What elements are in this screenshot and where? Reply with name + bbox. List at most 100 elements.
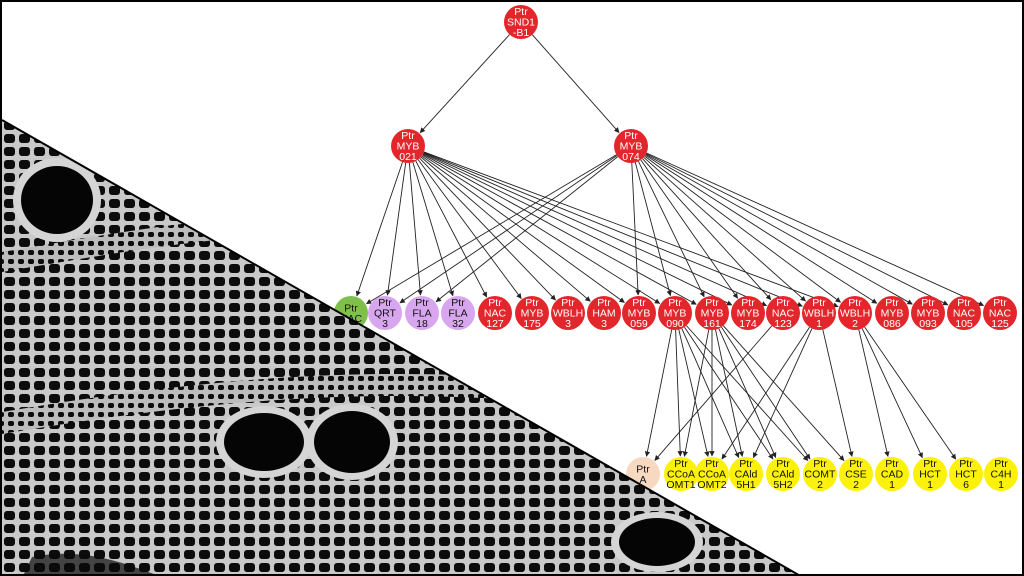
node-label-line: MYB: [521, 308, 544, 320]
node-circle: [984, 457, 1018, 491]
node-label-line: Ptr: [994, 458, 1008, 470]
edge-MYB021-to-HAM3: [420, 156, 591, 302]
edge-MYB021-to-MYB175: [417, 159, 522, 299]
node-label-line: CAD: [881, 469, 904, 481]
node-label-line: Ptr: [993, 297, 1007, 309]
node-circle: [695, 457, 729, 491]
edge-MYB074-to-MYB161: [638, 161, 705, 298]
node-label-line: 174: [739, 318, 757, 330]
node-label-line: MYB: [620, 141, 643, 153]
node-circle: [875, 296, 909, 330]
edge-MYB074-to-WBLH1: [643, 156, 806, 302]
node-label-line: Ptr: [624, 130, 638, 142]
node-label-line: 5H2: [773, 479, 792, 491]
node-label-line: Ptr: [776, 458, 790, 470]
node-circle: [405, 296, 439, 330]
node-label-line: 086: [883, 318, 901, 330]
edge-WBLH1-to-CAld5H1: [752, 328, 813, 459]
edge-MYB074-to-MYB090: [634, 162, 672, 297]
node-label-line: 127: [486, 318, 504, 330]
node-circle: [515, 296, 549, 330]
node-label-line: 1: [816, 318, 822, 330]
node-label-line: HCT: [919, 469, 941, 481]
node-label-line: 074: [622, 151, 640, 163]
edge-MYB074-to-MYB086: [645, 154, 878, 304]
node-label-line: 123: [774, 318, 792, 330]
node-label-line: C4H: [990, 469, 1011, 481]
node-label-line: OMT2: [697, 479, 726, 491]
node-circle: [802, 296, 836, 330]
edge-NAC123-to-A_p: [654, 325, 773, 461]
node-label-line: Ptr: [959, 458, 973, 470]
node-circle: [766, 457, 800, 491]
nodes-layer: PtrSND1-B1PtrMYB021PtrMYB074PtrNACPtrQRT…: [334, 5, 1018, 491]
edge-SND1-to-MYB074: [531, 34, 620, 133]
node-label-line: 105: [955, 318, 973, 330]
node-circle: [391, 129, 425, 163]
node-label-line: Ptr: [885, 458, 899, 470]
edge-WBLH1-to-CCoAOMT2: [721, 326, 810, 460]
node-circle: [838, 296, 872, 330]
node-circle: [729, 457, 763, 491]
edge-MYB090-to-CCoAOMT2: [678, 329, 710, 457]
node-label-line: COMT: [805, 469, 836, 481]
node-label-line: Ptr: [741, 297, 755, 309]
node-label-line: Ptr: [636, 463, 650, 475]
node-circle: [913, 457, 947, 491]
node-label-line: CAld: [735, 469, 758, 481]
node-label-line: Ptr: [849, 458, 863, 470]
node-circle: [803, 457, 837, 491]
node-label-line: Ptr: [776, 297, 790, 309]
edge-MYB021-to-MYB059: [421, 155, 625, 303]
node-label-line: QRT: [374, 308, 397, 320]
node-label-line: A: [639, 474, 646, 486]
node-label-line: 2: [853, 479, 859, 491]
edge-MYB161-to-CCoAOMT1: [682, 329, 710, 457]
edge-MYB161-to-CSE2: [722, 325, 845, 461]
node-label-line: 3: [565, 318, 571, 330]
edge-MYB074-to-NAC125: [646, 152, 985, 307]
node-circle: [478, 296, 512, 330]
node-label-line: Ptr: [378, 297, 392, 309]
edge-MYB021-to-WBLH3: [419, 157, 556, 301]
node-label-line: NAC: [772, 308, 795, 320]
node-label-line: NAC: [953, 308, 976, 320]
node-label-line: 3: [382, 318, 388, 330]
edge-MYB090-to-CCoAOMT1: [675, 329, 683, 457]
node-label-line: 2: [852, 318, 858, 330]
node-circle: [766, 296, 800, 330]
node-label-line: Ptr: [525, 297, 539, 309]
edge-MYB021-to-NAC127: [415, 160, 488, 298]
node-label-line: Ptr: [705, 458, 719, 470]
node-label-line: Ptr: [415, 297, 429, 309]
edge-MYB021-to-MYB174: [423, 153, 733, 306]
node-circle: [551, 296, 585, 330]
edge-MYB021-to-NAC123: [423, 152, 768, 307]
node-label-line: 1: [998, 479, 1004, 491]
edge-MYB021-to-QRT3: [385, 162, 407, 296]
node-circle: [664, 457, 698, 491]
node-circle: [949, 457, 983, 491]
node-label-line: OMT1: [666, 479, 695, 491]
node-label-line: Ptr: [923, 458, 937, 470]
node-circle: [614, 129, 648, 163]
node-label-line: CSE: [845, 469, 867, 481]
